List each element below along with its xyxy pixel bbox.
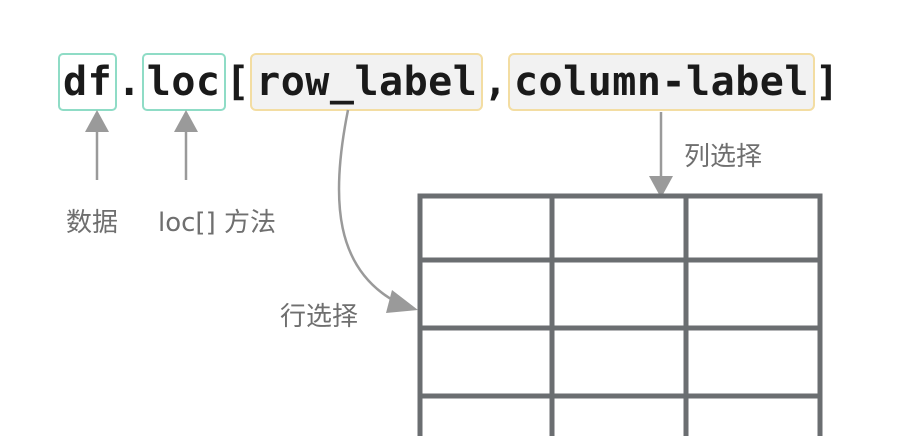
arrow-up-data [85, 110, 109, 180]
column-label-param: column-label [507, 53, 815, 111]
open-bracket-token: [ [225, 59, 251, 105]
close-bracket-token: ] [814, 59, 840, 105]
object-token: df [58, 53, 118, 111]
arrow-column-select [649, 112, 673, 198]
column-select-label: 列选择 [684, 142, 763, 172]
row-label-param: row_label [250, 53, 484, 111]
dot-token: . [117, 59, 142, 105]
method-token: loc [141, 53, 226, 111]
data-label: 数据 [66, 208, 119, 238]
table-grid [417, 193, 823, 436]
arrow-up-method [174, 110, 198, 180]
comma-token: , [483, 59, 508, 105]
arrow-row-select [337, 109, 418, 313]
row-select-label: 行选择 [280, 302, 359, 332]
method-label: loc[] 方法 [158, 208, 276, 238]
code-expression: df . loc [ row_label , column-label ] [58, 52, 840, 112]
